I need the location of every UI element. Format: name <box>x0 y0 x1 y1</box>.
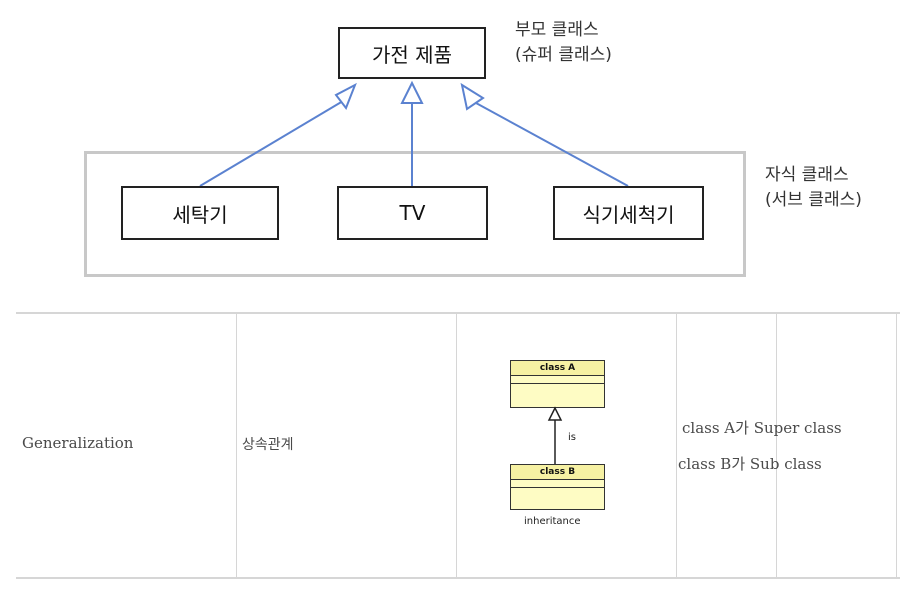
uml-class-b-title: class B <box>511 465 604 480</box>
parent-class-node: 가전 제품 <box>338 27 486 79</box>
parent-label-line2: (슈퍼 클래스) <box>515 45 612 65</box>
table-col-divider-4 <box>776 312 777 579</box>
uml-class-b-attributes <box>511 480 604 488</box>
uml-class-b: class B <box>510 464 605 510</box>
child-label-line2: (서브 클래스) <box>765 190 862 210</box>
table-top-border <box>16 312 900 314</box>
relationship-korean-cell: 상속관계 <box>242 437 294 453</box>
uml-generalization-arrow <box>547 406 563 466</box>
table-bottom-border <box>16 577 900 579</box>
super-class-note: class A가 Super class <box>682 419 842 437</box>
child-node-tv: TV <box>337 186 488 240</box>
uml-is-label: is <box>568 432 576 443</box>
arrowhead-washer <box>334 82 357 111</box>
table-col-divider-1 <box>236 312 237 579</box>
uml-class-a-attributes <box>511 376 604 384</box>
sub-class-note: class B가 Sub class <box>678 455 822 473</box>
child-label-line1: 자식 클래스 <box>765 165 849 185</box>
child-class-label: 자식 클래스 (서브 클래스) <box>765 163 862 213</box>
relationship-type-cell: Generalization <box>22 434 134 452</box>
table-col-divider-3 <box>676 312 677 579</box>
table-col-divider-5 <box>896 312 897 579</box>
child-node-dishwasher: 식기세척기 <box>553 186 704 240</box>
table-col-divider-2 <box>456 312 457 579</box>
subclass-group-box <box>84 151 746 277</box>
child-node-washer: 세탁기 <box>121 186 279 240</box>
arrowhead-tv <box>400 80 424 104</box>
arrow-dishwasher-line <box>475 102 629 187</box>
arrow-washer-line <box>199 100 344 187</box>
uml-class-a: class A <box>510 360 605 408</box>
parent-label-line1: 부모 클래스 <box>515 20 599 40</box>
generalization-arrows <box>199 80 629 187</box>
uml-class-a-title: class A <box>511 361 604 376</box>
arrowhead-dishwasher <box>460 82 485 111</box>
parent-class-label: 부모 클래스 (슈퍼 클래스) <box>515 18 612 68</box>
uml-inheritance-caption: inheritance <box>524 516 581 527</box>
